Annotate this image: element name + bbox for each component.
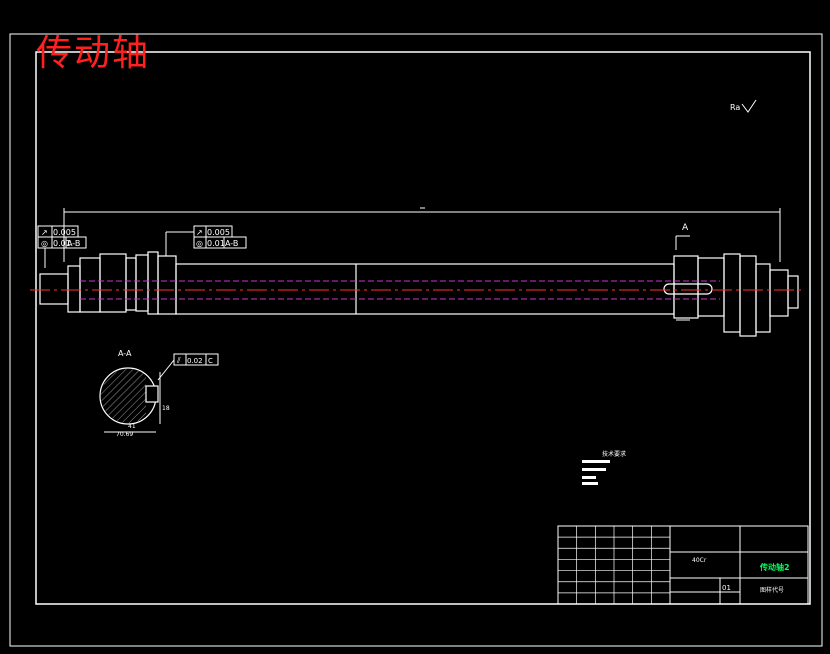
title-block-drawing-no: 图样代号 — [760, 586, 784, 594]
tol-mid-datum-2: A-B — [225, 239, 238, 248]
sheet-outer-border — [9, 33, 823, 647]
section-tol-symbol: ⫽ — [176, 356, 181, 365]
tol-mid-value-2: 0.01 — [207, 239, 225, 248]
section-hatch — [101, 369, 146, 423]
tech-req-title: 技术要求 — [602, 450, 626, 458]
tol-left-value-2: 0.01 — [53, 239, 71, 248]
roughness-mark: Ra — [730, 103, 740, 112]
section-dim-3: 18 — [162, 405, 170, 412]
tol-left-value-1: 0.005 — [53, 228, 76, 237]
drawing-frame — [35, 51, 811, 605]
title-block-sheet: 01 — [722, 584, 731, 592]
section-marker — [675, 235, 690, 321]
tolerance-frame-left — [37, 225, 87, 268]
title-block — [557, 525, 809, 605]
drawing-title: 传动轴 — [36, 33, 151, 74]
section-tolerance-frame — [104, 353, 219, 433]
tol-mid-symbol-2: ◎ — [196, 239, 203, 248]
section-marker-label: A — [682, 223, 689, 233]
tolerance-frame-mid — [165, 225, 247, 256]
tech-req-lines — [582, 460, 610, 485]
section-dim-1: 70.69 — [116, 431, 133, 438]
overall-length-dimension — [63, 207, 781, 262]
roughness-icon — [741, 99, 757, 113]
section-view — [99, 367, 159, 425]
title-block-grid — [558, 526, 670, 604]
section-tol-datum: C — [208, 357, 213, 365]
tol-left-symbol-2: ◎ — [41, 239, 48, 248]
section-view-label: A-A — [118, 349, 132, 358]
tol-mid-symbol-1: ↗ — [196, 228, 203, 237]
title-block-material: 40Cr — [692, 557, 707, 564]
section-dim-2: 41 — [128, 423, 136, 430]
shaft-hidden-lines — [80, 280, 720, 300]
section-tol-value: 0.02 — [187, 357, 203, 365]
tol-mid-value-1: 0.005 — [207, 228, 230, 237]
title-block-part-name: 传动轴2 — [759, 562, 790, 572]
tol-left-symbol-1: ↗ — [41, 228, 48, 237]
tol-left-datum-2: A-B — [67, 239, 80, 248]
shaft-outline — [39, 251, 799, 337]
